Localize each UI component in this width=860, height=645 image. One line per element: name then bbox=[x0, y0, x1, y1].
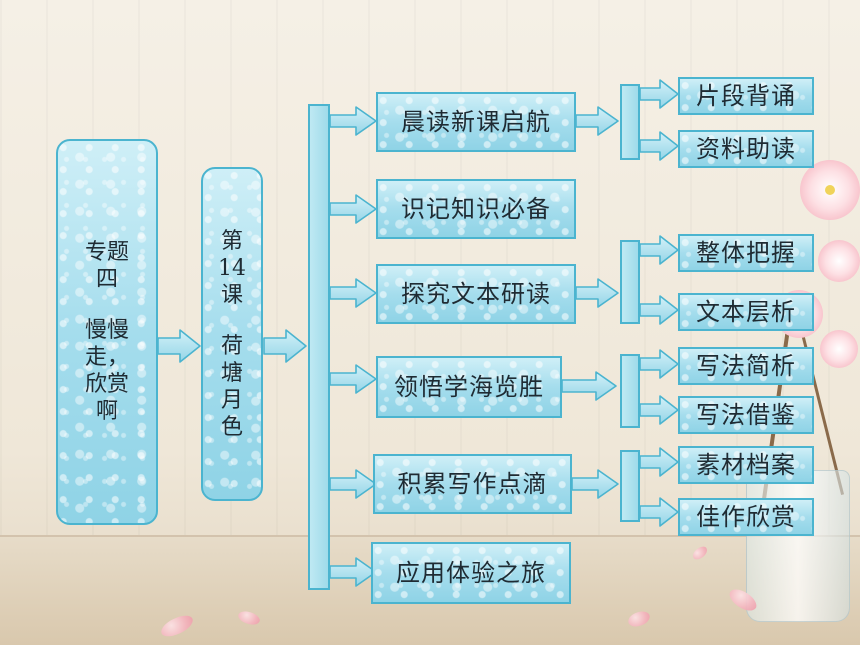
section-label: 探究文本研读 bbox=[401, 280, 551, 308]
topic-box[interactable]: 专题 四 慢慢 走， 欣赏 啊 bbox=[56, 139, 158, 525]
leaf-box[interactable]: 佳作欣赏 bbox=[678, 498, 814, 536]
arrow-icon bbox=[639, 497, 679, 527]
leaf-label: 佳作欣赏 bbox=[696, 503, 796, 531]
lesson-line: 塘 bbox=[220, 360, 243, 386]
section-box[interactable]: 领悟学海览胜 bbox=[376, 356, 562, 418]
arrow-icon bbox=[329, 469, 377, 499]
branch-connector-bar bbox=[620, 450, 640, 522]
section-label: 晨读新课启航 bbox=[401, 108, 551, 136]
main-connector-bar bbox=[308, 104, 330, 590]
leaf-label: 片段背诵 bbox=[696, 82, 796, 110]
arrow-icon bbox=[639, 235, 679, 265]
flower bbox=[820, 330, 858, 368]
section-label: 应用体验之旅 bbox=[396, 559, 546, 587]
lesson-line: 月 bbox=[220, 387, 243, 413]
section-box[interactable]: 积累写作点滴 bbox=[373, 454, 572, 514]
leaf-label: 写法借鉴 bbox=[696, 401, 796, 429]
arrow-icon bbox=[329, 557, 377, 587]
topic-line: 啊 bbox=[95, 399, 118, 424]
branch-connector-bar bbox=[620, 84, 640, 160]
section-label: 领悟学海览胜 bbox=[394, 373, 544, 401]
arrow-icon bbox=[157, 329, 201, 363]
leaf-label: 文本层析 bbox=[696, 298, 796, 326]
leaf-box[interactable]: 写法借鉴 bbox=[678, 396, 814, 434]
arrow-icon bbox=[639, 349, 679, 379]
section-label: 积累写作点滴 bbox=[397, 470, 548, 498]
lesson-line: 第 bbox=[220, 228, 243, 254]
leaf-box[interactable]: 资料助读 bbox=[678, 130, 814, 168]
leaf-label: 整体把握 bbox=[696, 239, 796, 267]
leaf-box[interactable]: 文本层析 bbox=[678, 293, 814, 331]
flower-center bbox=[825, 185, 835, 195]
leaf-box[interactable]: 素材档案 bbox=[678, 446, 814, 484]
section-label: 识记知识必备 bbox=[401, 195, 551, 223]
arrow-icon bbox=[329, 364, 377, 394]
lesson-line: 14 bbox=[218, 255, 246, 281]
lesson-box[interactable]: 第 14 课 荷 塘 月 色 bbox=[201, 167, 263, 501]
leaf-label: 写法简析 bbox=[696, 352, 796, 380]
arrow-icon bbox=[329, 278, 377, 308]
flower bbox=[818, 240, 860, 282]
leaf-box[interactable]: 整体把握 bbox=[678, 234, 814, 272]
arrow-icon bbox=[329, 194, 377, 224]
glass-vase bbox=[746, 470, 850, 622]
branch-connector-bar bbox=[620, 240, 640, 324]
topic-line: 慢慢 bbox=[84, 318, 129, 343]
leaf-box[interactable]: 写法简析 bbox=[678, 347, 814, 385]
topic-line: 欣赏 bbox=[84, 372, 129, 397]
leaf-box[interactable]: 片段背诵 bbox=[678, 77, 814, 115]
arrow-icon bbox=[561, 371, 617, 401]
arrow-icon bbox=[575, 278, 619, 308]
section-box[interactable]: 探究文本研读 bbox=[376, 264, 576, 324]
leaf-label: 素材档案 bbox=[696, 451, 796, 479]
topic-line: 专题 bbox=[84, 240, 129, 265]
topic-line: 走， bbox=[84, 345, 129, 370]
arrow-icon bbox=[639, 79, 679, 109]
lesson-line: 色 bbox=[220, 414, 243, 440]
arrow-icon bbox=[639, 131, 679, 161]
arrow-icon bbox=[639, 395, 679, 425]
arrow-icon bbox=[571, 469, 619, 499]
section-box[interactable]: 晨读新课启航 bbox=[376, 92, 576, 152]
arrow-icon bbox=[639, 447, 679, 477]
section-box[interactable]: 识记知识必备 bbox=[376, 179, 576, 239]
arrow-icon bbox=[263, 329, 307, 363]
lesson-line: 课 bbox=[220, 282, 243, 308]
arrow-icon bbox=[639, 295, 679, 325]
lesson-line: 荷 bbox=[220, 333, 243, 359]
topic-line: 四 bbox=[95, 267, 118, 292]
section-box[interactable]: 应用体验之旅 bbox=[371, 542, 571, 604]
arrow-icon bbox=[329, 106, 377, 136]
leaf-label: 资料助读 bbox=[696, 135, 796, 163]
arrow-icon bbox=[575, 106, 619, 136]
branch-connector-bar bbox=[620, 354, 640, 428]
